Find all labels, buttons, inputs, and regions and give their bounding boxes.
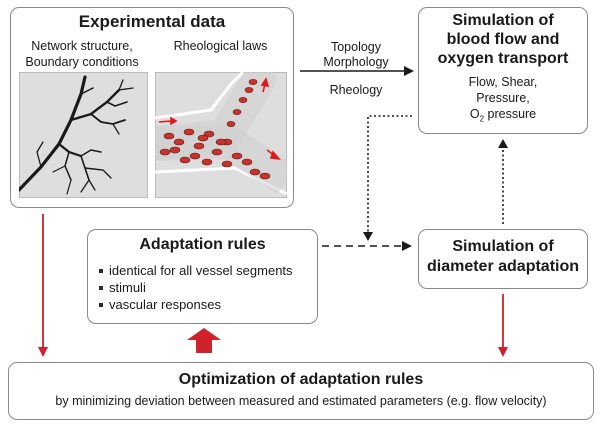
network-structure-label: Network structure, xyxy=(31,39,133,53)
output-flow-shear: Flow, Shear, xyxy=(468,75,538,89)
topology-label: Topology xyxy=(330,40,382,54)
adaptation-rule-item: identical for all vessel segments xyxy=(99,263,293,278)
blood-flow-title-line3: oxygen transport xyxy=(437,50,569,67)
optimization-title: Optimization of adaptation rules xyxy=(178,371,424,388)
rheology-label: Rheology xyxy=(329,83,383,97)
optimization-subtitle: by minimizing deviation between measured… xyxy=(55,394,547,408)
diameter-title-line2: diameter adaptation xyxy=(426,258,580,275)
red-right-arrow xyxy=(498,294,508,357)
dotted-up-arrow xyxy=(498,139,508,224)
rheological-laws-image xyxy=(155,72,287,198)
diameter-title-line1: Simulation of xyxy=(452,238,554,255)
experimental-data-title: Experimental data xyxy=(78,12,226,31)
o2-symbol: O xyxy=(469,107,480,121)
o2-subscript: 2 xyxy=(479,114,485,124)
blood-flow-simulation-box xyxy=(418,7,588,134)
boundary-conditions-label: Boundary conditions xyxy=(25,55,139,69)
blood-flow-title-line2: blood flow and xyxy=(446,31,560,48)
optimization-box xyxy=(8,362,594,420)
o2-pressure-word: pressure xyxy=(484,107,537,121)
output-o2-pressure: O2 pressure xyxy=(418,107,588,124)
adaptation-rule-item: vascular responses xyxy=(99,297,221,312)
red-block-arrow xyxy=(187,328,221,353)
rheological-laws-label: Rheological laws xyxy=(173,39,268,53)
diameter-adaptation-box xyxy=(418,229,588,289)
topology-arrow xyxy=(300,66,414,76)
dashed-rules-arrow xyxy=(322,241,412,251)
output-pressure: Pressure, xyxy=(476,91,530,105)
dotted-feedback-arrow xyxy=(363,115,412,241)
morphology-label: Morphology xyxy=(323,55,389,69)
network-structure-image xyxy=(19,72,148,198)
blood-flow-title-line1: Simulation of xyxy=(452,12,554,29)
red-left-arrow xyxy=(38,214,48,357)
adaptation-rule-item: stimuli xyxy=(99,280,146,295)
adaptation-rules-title: Adaptation rules xyxy=(139,236,266,253)
